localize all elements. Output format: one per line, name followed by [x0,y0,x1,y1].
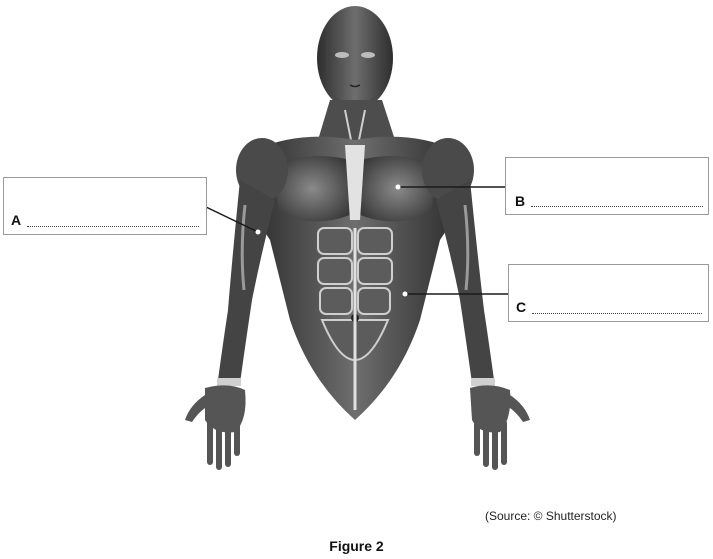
label-box-a[interactable] [3,177,207,235]
arm-left [218,180,275,383]
pectoral-left [275,156,350,222]
abdominal-muscles [317,227,393,361]
answer-line-a[interactable] [27,226,199,227]
label-letter-b: B [515,193,526,209]
label-letter-a: A [11,212,22,228]
hand-left [185,385,246,470]
hand-right [470,385,530,470]
label-box-c[interactable] [508,264,709,322]
arm-right [436,180,494,383]
sternum [345,145,365,220]
answer-line-b[interactable] [531,206,703,207]
pointer-b [395,184,401,190]
leader-line-a [205,206,259,233]
answer-line-c[interactable] [532,313,702,314]
figure-caption: Figure 2 [329,538,384,554]
label-letter-c: C [516,299,527,315]
neck [318,100,395,140]
pointer-c [402,291,408,297]
leader-lines [205,184,508,297]
source-credit: (Source: © Shutterstock) [485,509,617,523]
pointer-a [255,229,261,235]
label-box-b[interactable] [505,157,709,215]
